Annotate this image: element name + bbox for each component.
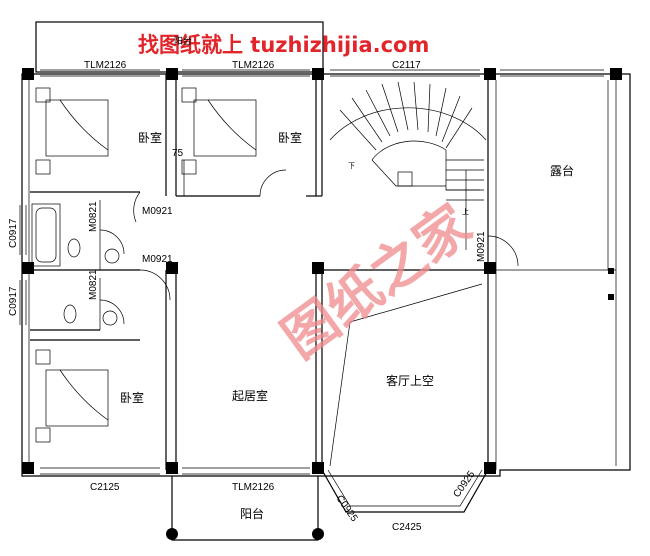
diagonal-watermark: 图纸之家 bbox=[270, 192, 482, 371]
bottom-windows bbox=[40, 467, 310, 475]
code-c2125: C2125 bbox=[90, 482, 120, 493]
room-label-family-room: 起居室 bbox=[232, 388, 268, 403]
balcony-bottom-frame bbox=[166, 476, 324, 541]
bay-window bbox=[321, 469, 489, 513]
interior-walls bbox=[30, 74, 488, 470]
watermark-diagonal-text: 图纸之家 bbox=[270, 192, 482, 371]
door-swings bbox=[99, 160, 519, 325]
code-tlm-bottom: TLM2126 bbox=[232, 482, 275, 493]
room-label-balcony-bottom: 阳台 bbox=[240, 506, 264, 521]
stair-down-label: 下 bbox=[348, 162, 355, 170]
exterior-walls bbox=[21, 21, 631, 477]
code-m0921-right: M0921 bbox=[476, 231, 487, 262]
code-m0821-upper: M0821 bbox=[88, 201, 99, 232]
bathtub bbox=[31, 203, 61, 267]
toilets bbox=[63, 238, 120, 326]
void-lines bbox=[329, 283, 483, 467]
watermark-top-text: 找图纸就上 tuzhizhijia.com bbox=[138, 33, 429, 57]
code-m0921-upper: M0921 bbox=[142, 206, 173, 217]
room-label-bedroom-top-mid: 卧室 bbox=[278, 130, 302, 145]
code-c0917-lower: C0917 bbox=[8, 286, 19, 316]
code-m0821-lower: M0821 bbox=[88, 269, 99, 300]
code-tlm-top-left: TLM2126 bbox=[84, 60, 127, 71]
room-label-bedroom-bottom-left: 卧室 bbox=[120, 390, 144, 405]
code-c0925-left: C0925 bbox=[334, 493, 360, 524]
code-m0921-lower: M0921 bbox=[142, 254, 173, 265]
bed-top-left bbox=[35, 87, 109, 175]
spiral-staircase bbox=[329, 81, 487, 250]
room-label-terrace: 露台 bbox=[550, 163, 574, 178]
top-windows bbox=[40, 69, 604, 77]
room-label-living-void: 客厅上空 bbox=[386, 373, 434, 388]
code-c0917-upper: C0917 bbox=[8, 218, 19, 248]
stair-up-label: 上 bbox=[462, 207, 469, 216]
left-windows bbox=[19, 205, 27, 325]
bed-top-mid bbox=[181, 87, 257, 175]
structural-columns bbox=[22, 68, 622, 474]
code-c2425: C2425 bbox=[392, 522, 422, 533]
room-label-balcony-top: 阳台 bbox=[174, 35, 192, 47]
bed-bottom-left bbox=[35, 349, 109, 443]
room-label-bedroom-top-left: 卧室 bbox=[138, 130, 162, 145]
code-tlm-top-mid: TLM2126 bbox=[232, 60, 275, 71]
dimension-75: 75 bbox=[172, 148, 184, 159]
code-c2117: C2117 bbox=[392, 60, 421, 71]
